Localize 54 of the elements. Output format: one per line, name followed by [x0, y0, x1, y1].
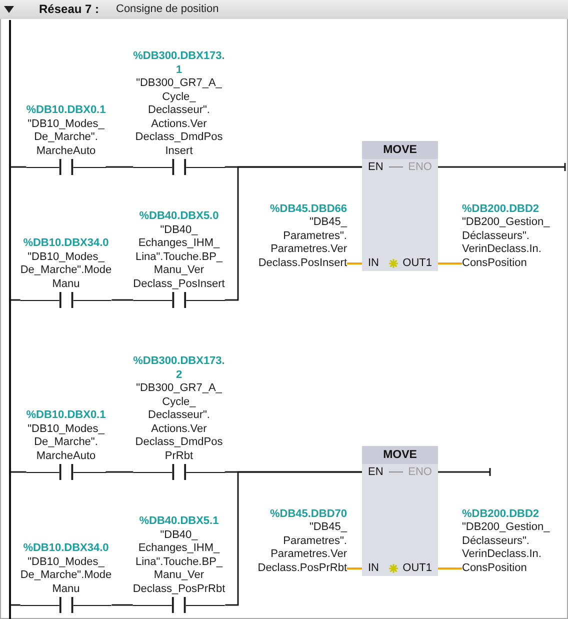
address-label: %DB10.DBX0.1 [26, 104, 106, 118]
wire [106, 166, 134, 168]
tag-label: "DB300_GR7_A_ Cycle_ Declasseur". Actions.Ver Declass_DmdPos Insert [135, 77, 223, 158]
pin-label: ENO [408, 465, 432, 479]
pin-label: IN [368, 561, 379, 575]
wire [11, 604, 20, 606]
wire [347, 568, 362, 570]
address-label: %DB300.DBX173. 2 [133, 355, 225, 382]
block-title: MOVE [362, 141, 438, 159]
tag-label: "DB10_Modes_ De_Marche". MarcheAuto [28, 422, 104, 463]
wire [438, 471, 490, 473]
wire [11, 166, 26, 168]
tag-label: "DB300_GR7_A_ Cycle_ Declasseur". Actions.Ver Declass_DmdPos PrRbt [135, 382, 223, 463]
variable-name: "DB200_Gestion_ Déclasseurs". VerinDeclass.In. ConsPosition [462, 521, 550, 575]
tag-label: "DB40_ Echanges_IHM_ Lina".Touche.BP_ Manu_Ver Declass_PosPrRbt [132, 528, 226, 596]
pin-label: IN [368, 256, 379, 270]
pin-label: EN [368, 465, 384, 479]
wire [106, 471, 134, 473]
block-title: MOVE [362, 446, 438, 464]
variable-name: "DB200_Gestion_ Déclasseurs". VerinDeclass.In. ConsPosition [462, 216, 550, 270]
wire [438, 568, 462, 570]
address-label: %DB45.DBD66 [270, 202, 347, 216]
address-label: %DB200.DBD2 [462, 202, 540, 216]
wire [438, 166, 565, 168]
wire [224, 166, 362, 301]
wire [112, 604, 133, 606]
tag-label: "DB40_ Echanges_IHM_ Lina".Touche.BP_ Manu_Ver Declass_PosInsert [133, 224, 225, 291]
wire [11, 299, 20, 301]
pin-label: OUT1 [402, 256, 432, 270]
address-label: %DB40.DBX5.0 [139, 210, 219, 224]
network-comment: Consigne de position [116, 2, 219, 17]
wire [225, 471, 362, 606]
wire [11, 471, 26, 473]
variable-name: "DB45_ Parametres". Parametres.Ver Declass.PosPrRbt [258, 521, 347, 575]
tag-label: "DB10_Modes_ De_Marche".Mode Manu [20, 556, 112, 596]
wire [112, 299, 134, 301]
tag-label: "DB10_Modes_ De_Marche".Mode Manu [20, 250, 112, 291]
variable-name: "DB45_ Parametres". Parametres.Ver Declass.PosInsert [258, 216, 347, 270]
address-label: %DB200.DBD2 [462, 508, 540, 521]
network-title: Réseau 7 : [39, 2, 100, 17]
address-label: %DB300.DBX173. 1 [133, 50, 225, 77]
pin-label: OUT1 [402, 561, 432, 575]
move-block [362, 446, 438, 576]
move-block [362, 141, 438, 271]
address-label: %DB40.DBX5.1 [139, 515, 219, 528]
tag-label: "DB10_Modes_ De_Marche". MarcheAuto [28, 118, 104, 158]
pin-label: EN [368, 160, 384, 174]
pin-label: ENO [408, 160, 432, 174]
address-label: %DB10.DBX34.0 [23, 237, 109, 250]
wire [438, 262, 462, 264]
address-label: %DB45.DBD70 [270, 508, 347, 521]
address-label: %DB10.DBX34.0 [23, 542, 109, 556]
address-label: %DB10.DBX0.1 [26, 409, 106, 422]
wire [347, 262, 362, 264]
